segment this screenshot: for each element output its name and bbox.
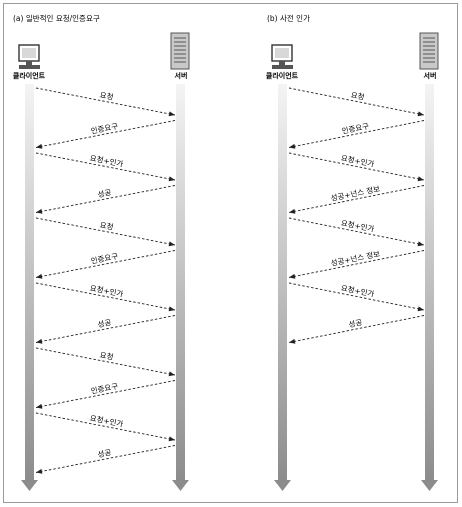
panel-a-arrowhead — [168, 436, 175, 442]
panel-a-message-arrow — [35, 412, 176, 441]
panel-a-message-arrow — [35, 282, 176, 311]
panel-b-arrowhead — [289, 208, 296, 214]
panel-a-arrowhead — [168, 306, 175, 312]
panel-a-message-arrow — [35, 152, 176, 181]
panel-b-message-label: 요청+인가 — [340, 217, 375, 233]
panel-b-client-lifeline — [274, 84, 291, 491]
panel-b-client-label: 클라이언트 — [266, 71, 299, 80]
panel-a-message-label: 요청+인가 — [89, 152, 124, 168]
panel-a-arrowhead — [168, 371, 175, 377]
panel-a-message-arrow — [35, 380, 176, 408]
panel-a-server-label: 서버 — [175, 71, 188, 80]
panel-a-message-label: 인증요구 — [90, 381, 119, 396]
panel-b-message-label: 인증요구 — [341, 120, 370, 135]
panel-a-message-label: 요청+인가 — [89, 412, 124, 428]
panel-b-message-arrow — [288, 282, 425, 311]
panel-b-arrowhead — [289, 143, 296, 149]
panel-a-arrowhead — [168, 241, 175, 247]
panel-a-server-icon — [170, 32, 190, 70]
panel-a-arrowhead — [36, 338, 43, 344]
panel-a-message-label: 요청 — [99, 90, 114, 101]
panel-a-arrowhead — [36, 208, 43, 214]
panel-a-message-arrow — [35, 87, 176, 116]
panel-a-message-arrow — [35, 217, 176, 246]
panel-a-title: (a) 일반적인 요청/인증요구 — [13, 13, 100, 23]
panel-a-message-arrow — [35, 250, 176, 278]
panel-a-message-arrow — [35, 347, 176, 376]
panel-a-message-label: 요청 — [99, 220, 114, 231]
panel-a-message-label: 인증요구 — [90, 121, 119, 136]
panel-a-message-label: 성공 — [97, 318, 112, 329]
panel-a-arrowhead — [36, 143, 43, 149]
panel-b-arrowhead — [289, 273, 296, 279]
panel-b-arrowhead — [417, 241, 424, 247]
panel-b-arrowhead — [417, 176, 424, 182]
panel-b-arrowhead — [417, 111, 424, 117]
panel-a-message-arrow — [35, 185, 176, 213]
panel-b-message-arrow — [288, 250, 425, 278]
panel-a-server-lifeline — [172, 84, 189, 491]
panel-a-client-label: 클라이언트 — [13, 71, 46, 80]
panel-b-message-label: 성공 — [348, 318, 363, 330]
figure-frame — [3, 3, 458, 503]
panel-a-message-arrow — [35, 120, 176, 148]
panel-b-message-arrow — [288, 217, 425, 246]
panel-a-message-label: 요청+인가 — [89, 282, 124, 298]
panel-b-server-icon — [419, 32, 439, 70]
panel-a-arrowhead — [168, 111, 175, 117]
panel-b-message-arrow — [288, 315, 425, 343]
panel-a-arrowhead — [36, 468, 43, 474]
panel-b-message-arrow — [288, 185, 425, 213]
panel-b-arrowhead — [417, 306, 424, 312]
panel-b-message-label: 요청+인가 — [340, 282, 375, 298]
panel-a-message-label: 성공 — [97, 448, 112, 459]
panel-b-title: (b) 사전 인가 — [267, 13, 310, 23]
panel-a-arrowhead — [168, 176, 175, 182]
panel-b-message-arrow — [288, 152, 425, 181]
panel-a-arrowhead — [36, 403, 43, 409]
panel-a-message-label: 인증요구 — [90, 251, 119, 266]
panel-a-client-computer-icon — [18, 44, 40, 69]
panel-a-message-arrow — [35, 445, 176, 473]
panel-b-message-arrow — [288, 120, 425, 148]
panel-b-client-computer-icon — [271, 44, 293, 69]
panel-a-message-label: 성공 — [97, 188, 112, 199]
panel-a-client-lifeline — [21, 84, 38, 491]
panel-b-message-label: 성공+넌스 정보 — [330, 248, 381, 268]
panel-a-arrowhead — [36, 273, 43, 279]
panel-b-message-label: 요청 — [350, 90, 365, 102]
panel-b-server-lifeline — [421, 84, 438, 491]
panel-b-message-label: 요청+인가 — [340, 152, 375, 168]
panel-b-message-arrow — [288, 87, 425, 116]
panel-a-message-label: 요청 — [99, 350, 114, 361]
panel-a-message-arrow — [35, 315, 176, 343]
panel-b-arrowhead — [289, 338, 296, 344]
panel-b-message-label: 성공+넌스 정보 — [330, 183, 381, 203]
panel-b-server-label: 서버 — [424, 71, 437, 80]
